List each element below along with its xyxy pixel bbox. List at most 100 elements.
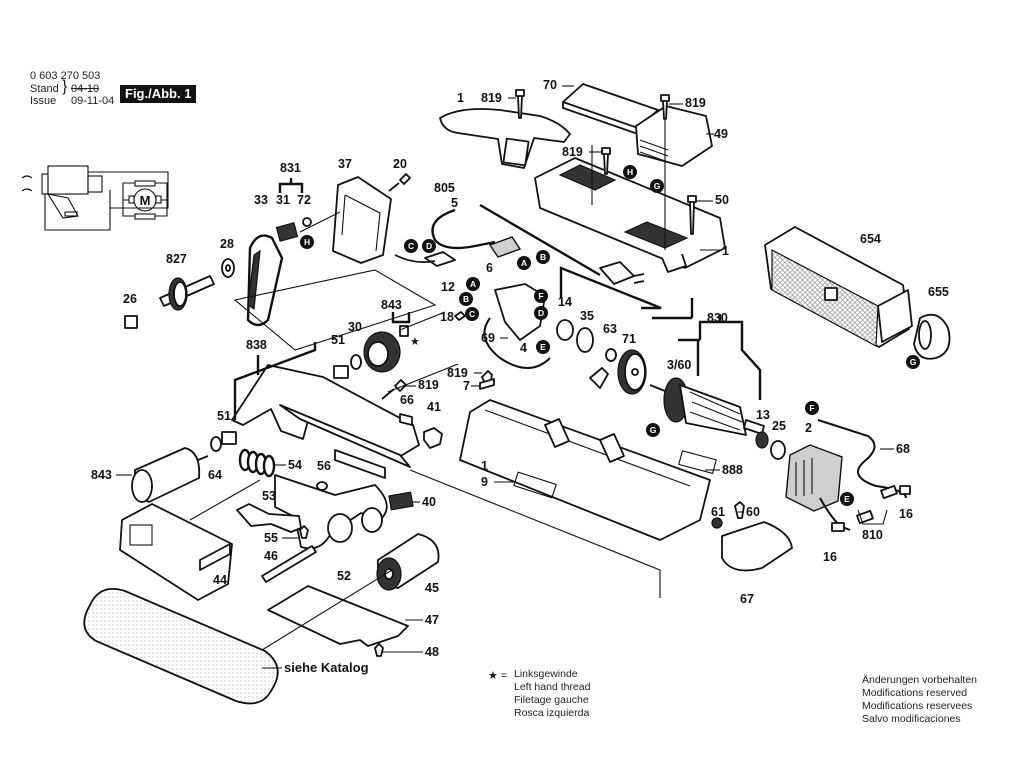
part-spring-40 [388, 491, 414, 511]
legend-line: Linksgewinde [514, 668, 578, 680]
label-1: 1 [481, 459, 488, 473]
part-dust-box-654 [764, 226, 913, 348]
part-pulley-843-upper [363, 325, 409, 373]
part-label-9 [513, 471, 557, 499]
label-51: 51 [217, 409, 231, 423]
label-60: 60 [746, 505, 760, 519]
part-bracket [589, 367, 609, 389]
svg-text:G: G [650, 425, 657, 435]
disclaimer-line: Modifications reservees [862, 700, 973, 712]
part-tension-bracket-52 [274, 474, 388, 550]
svg-text:B: B [540, 252, 546, 262]
label-64: 64 [208, 468, 222, 482]
part-washer-30 [350, 354, 362, 370]
legend-line: Filetage gauche [514, 694, 589, 706]
part-spring-54 [238, 448, 276, 478]
label-63: 63 [603, 322, 617, 336]
legend-line: Left hand thread [514, 681, 591, 693]
label-18: 18 [440, 310, 454, 324]
part-labels: 1 819 70 819 49 819 50 1 805 5 6 12 831 … [91, 78, 949, 659]
label-838: 838 [246, 338, 267, 352]
screw-group-top [388, 89, 697, 235]
legend-line: Rosca izquierda [514, 707, 590, 719]
label-819: 819 [685, 96, 706, 110]
part-nut-61 [711, 517, 723, 529]
label-827: 827 [166, 252, 187, 266]
marker-C: C [404, 239, 418, 253]
label-5: 5 [451, 196, 458, 210]
marker-D: D [422, 239, 436, 253]
svg-text:A: A [470, 279, 476, 289]
label-53: 53 [262, 489, 276, 503]
part-bearing-14 [556, 319, 574, 341]
figure-badge: Fig./Abb. 1 [120, 85, 197, 103]
motor-symbol-label: M [140, 193, 151, 208]
label-26: 26 [123, 292, 137, 306]
part-label-888 [678, 450, 717, 475]
svg-text:E: E [540, 342, 546, 352]
label-48: 48 [425, 645, 439, 659]
part-bushing-51-upper [333, 365, 349, 379]
label-830: 830 [707, 311, 728, 325]
label-54: 54 [288, 458, 302, 472]
label-12: 12 [441, 280, 455, 294]
part-gear-shaft-827 [159, 275, 215, 311]
part-screw-48 [374, 643, 384, 657]
marker-H: H [623, 165, 637, 179]
part-brush-holder-16b [899, 485, 911, 495]
part-adapter-655 [913, 313, 951, 360]
label-819: 819 [562, 145, 583, 159]
label-31: 31 [276, 193, 290, 207]
sanding-belt-note: siehe Katalog [284, 660, 369, 675]
label-843: 843 [381, 298, 402, 312]
part-switch-housing [534, 157, 726, 273]
marker-E: E [536, 340, 550, 354]
stand-value-struck: 04-10 [71, 83, 100, 95]
part-washer-64 [210, 436, 222, 452]
label-51: 51 [331, 333, 345, 347]
svg-text:G: G [654, 181, 661, 191]
svg-text:D: D [538, 308, 544, 318]
label-72: 72 [297, 193, 311, 207]
marker-A: A [466, 277, 480, 291]
label-67: 67 [740, 592, 754, 606]
part-switch-4 [454, 283, 551, 369]
svg-text:H: H [304, 237, 310, 247]
part-bushing-26 [124, 315, 138, 329]
part-washer-72 [302, 217, 312, 227]
part-pin-46 [261, 545, 317, 583]
label-14: 14 [558, 295, 572, 309]
part-front-frame-44 [119, 503, 233, 601]
part-bearing-13 [755, 431, 769, 449]
label-9: 9 [481, 475, 488, 489]
legend-symbol: ★ = [488, 670, 508, 682]
part-drive-roller-45 [376, 533, 440, 591]
part-plate-66 [399, 413, 413, 426]
part-brush-810-a [880, 484, 898, 500]
marker-B: B [536, 250, 550, 264]
part-pulley-31 [275, 222, 299, 242]
svg-text:F: F [538, 291, 543, 301]
label-4: 4 [520, 341, 527, 355]
label-44: 44 [213, 573, 227, 587]
svg-text:B: B [463, 294, 469, 304]
label-819: 819 [447, 366, 468, 380]
svg-text:C: C [408, 241, 414, 251]
marker-E: E [840, 492, 854, 506]
label-30: 30 [348, 320, 362, 334]
part-drive-belt-33 [246, 234, 284, 327]
svg-text:F: F [809, 403, 814, 413]
part-gear-71 [617, 349, 647, 395]
part-stator-2 [785, 444, 843, 512]
group-brackets [233, 178, 888, 525]
part-wire-68 [817, 419, 907, 499]
label-71: 71 [622, 332, 636, 346]
part-bearing-25 [770, 440, 786, 460]
wiring-schematic: M [21, 165, 169, 231]
label-20: 20 [393, 157, 407, 171]
part-sanding-belt [83, 587, 279, 705]
label-16: 16 [823, 550, 837, 564]
label-47: 47 [425, 613, 439, 627]
label-46: 46 [264, 549, 278, 563]
